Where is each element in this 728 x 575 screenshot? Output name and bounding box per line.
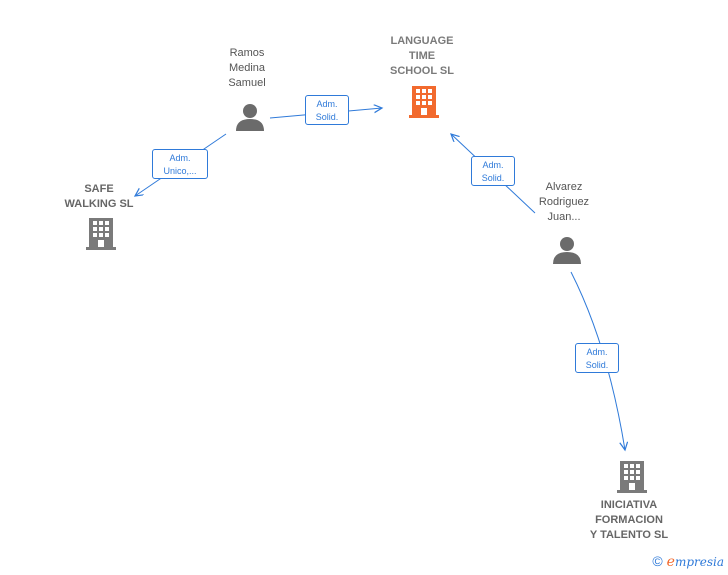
- edge-label-line: Adm.: [482, 160, 504, 170]
- building-icon-language-time[interactable]: [409, 86, 439, 118]
- edge-label-line: Adm.: [586, 347, 608, 357]
- edge-label-line: Solid.: [585, 360, 609, 370]
- node-label-line: Juan...: [547, 211, 581, 223]
- node-label-line: SAFE: [84, 183, 114, 195]
- edge-label-line: Unico,...: [163, 166, 197, 176]
- brand-name: mpresia: [674, 555, 724, 569]
- building-icon-iniciativa[interactable]: [617, 461, 647, 493]
- node-label-line: Medina: [228, 62, 266, 74]
- copyright-icon: ©: [652, 553, 663, 569]
- node-label-alvarez[interactable]: Alvarez Rodriguez Juan...: [524, 180, 604, 225]
- brand-logo[interactable]: empresia: [666, 554, 724, 570]
- footer-credit: ©empresia: [652, 553, 724, 570]
- node-label-line: FORMACION: [595, 514, 663, 526]
- node-label-language-time[interactable]: LANGUAGE TIME SCHOOL SL: [372, 34, 472, 79]
- node-label-line: Ramos: [229, 47, 265, 59]
- node-label-line: Samuel: [228, 77, 266, 89]
- brand-initial: e: [666, 554, 675, 570]
- node-label-line: WALKING SL: [64, 198, 134, 210]
- building-icon-safe-walking[interactable]: [86, 218, 116, 250]
- node-label-line: Alvarez: [545, 181, 583, 193]
- edge-label-line: Adm.: [316, 99, 338, 109]
- person-icon-ramos[interactable]: [236, 104, 264, 131]
- node-label-line: TIME: [408, 50, 436, 62]
- node-label-ramos[interactable]: Ramos Medina Samuel: [207, 46, 287, 91]
- edge-label-line: Solid.: [315, 112, 339, 122]
- edge-label-ramos-language-time[interactable]: Adm. Solid.: [305, 95, 349, 125]
- edge-label-alvarez-language-time[interactable]: Adm. Solid.: [471, 156, 515, 186]
- edge-label-ramos-safe-walking[interactable]: Adm. Unico,...: [152, 149, 208, 179]
- edge-label-line: Adm.: [169, 153, 191, 163]
- node-label-line: SCHOOL SL: [390, 65, 454, 77]
- node-label-line: Y TALENTO SL: [589, 529, 669, 541]
- node-label-line: LANGUAGE: [390, 35, 454, 47]
- node-label-line: Rodriguez: [538, 196, 590, 208]
- person-icon-alvarez[interactable]: [553, 237, 581, 264]
- node-label-iniciativa[interactable]: INICIATIVA FORMACION Y TALENTO SL: [579, 498, 679, 543]
- edge-label-alvarez-iniciativa[interactable]: Adm. Solid.: [575, 343, 619, 373]
- edge-label-line: Solid.: [481, 173, 505, 183]
- node-label-safe-walking[interactable]: SAFE WALKING SL: [59, 182, 139, 212]
- node-label-line: INICIATIVA: [600, 499, 658, 511]
